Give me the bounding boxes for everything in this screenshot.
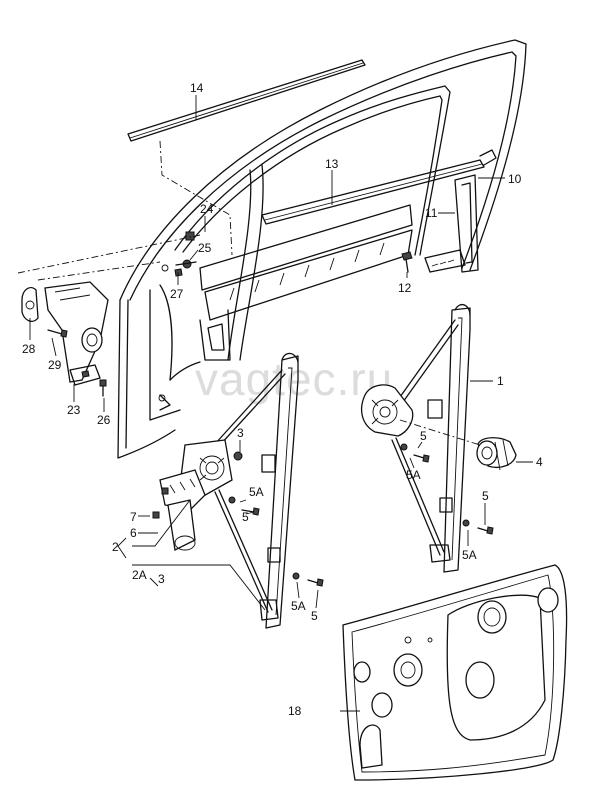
label-13: 13 — [325, 157, 339, 171]
label-25: 25 — [198, 241, 212, 255]
label-28: 28 — [22, 342, 36, 356]
part-26-screw — [99, 379, 107, 397]
label-5A-left-lower: 5A — [291, 599, 306, 613]
label-24: 24 — [200, 202, 214, 216]
label-11: 11 — [425, 206, 438, 220]
part-18-door-panel — [342, 564, 568, 781]
label-10: 10 — [508, 172, 522, 186]
leader-lines — [29, 95, 533, 712]
fasteners-left — [152, 451, 324, 587]
part-28-clip — [21, 286, 39, 322]
label-7: 7 — [130, 510, 137, 524]
part-29-screw — [47, 329, 68, 338]
part-12-bolt — [401, 251, 413, 273]
label-5-right-lower: 5 — [482, 489, 489, 503]
label-12: 12 — [398, 281, 412, 295]
label-5-left-lower: 5 — [311, 609, 318, 623]
dash-motor-axis — [399, 419, 481, 446]
part-10-11-guide-rail — [424, 174, 479, 273]
watermark-text: vagtec.ru — [195, 353, 393, 405]
part-labels: 14 13 10 11 24 25 12 27 28 29 23 26 1 3 … — [22, 81, 543, 718]
label-5A-right-upper: 5A — [406, 468, 421, 482]
part-1-window-regulator — [361, 303, 471, 573]
label-2: 2 — [112, 540, 119, 554]
label-5-right-upper: 5 — [420, 429, 427, 443]
label-2A: 2A — [132, 568, 147, 582]
part-14-seal — [127, 59, 366, 256]
label-29: 29 — [48, 358, 62, 372]
label-3-lower: 3 — [158, 572, 165, 586]
label-6: 6 — [130, 526, 137, 540]
label-5A-right-lower: 5A — [462, 548, 477, 562]
dash-line-left — [17, 234, 201, 274]
label-14: 14 — [190, 81, 204, 95]
small-fasteners-upper — [161, 231, 197, 277]
part-6-motor — [159, 469, 206, 551]
dash-line-left-2 — [37, 261, 161, 281]
part-13-strip — [261, 149, 497, 225]
label-5-left-upper: 5 — [242, 510, 249, 524]
label-23: 23 — [67, 403, 81, 417]
part-4-motor — [476, 437, 517, 471]
label-26: 26 — [97, 413, 111, 427]
label-5A-left-upper: 5A — [249, 485, 264, 499]
door-frame — [117, 39, 527, 459]
label-3-upper: 3 — [237, 426, 244, 440]
part-23-bracket — [44, 281, 109, 386]
fasteners-right — [400, 443, 494, 535]
label-27: 27 — [170, 287, 184, 301]
label-18: 18 — [288, 704, 302, 718]
label-1: 1 — [497, 374, 504, 388]
label-4: 4 — [536, 455, 543, 469]
